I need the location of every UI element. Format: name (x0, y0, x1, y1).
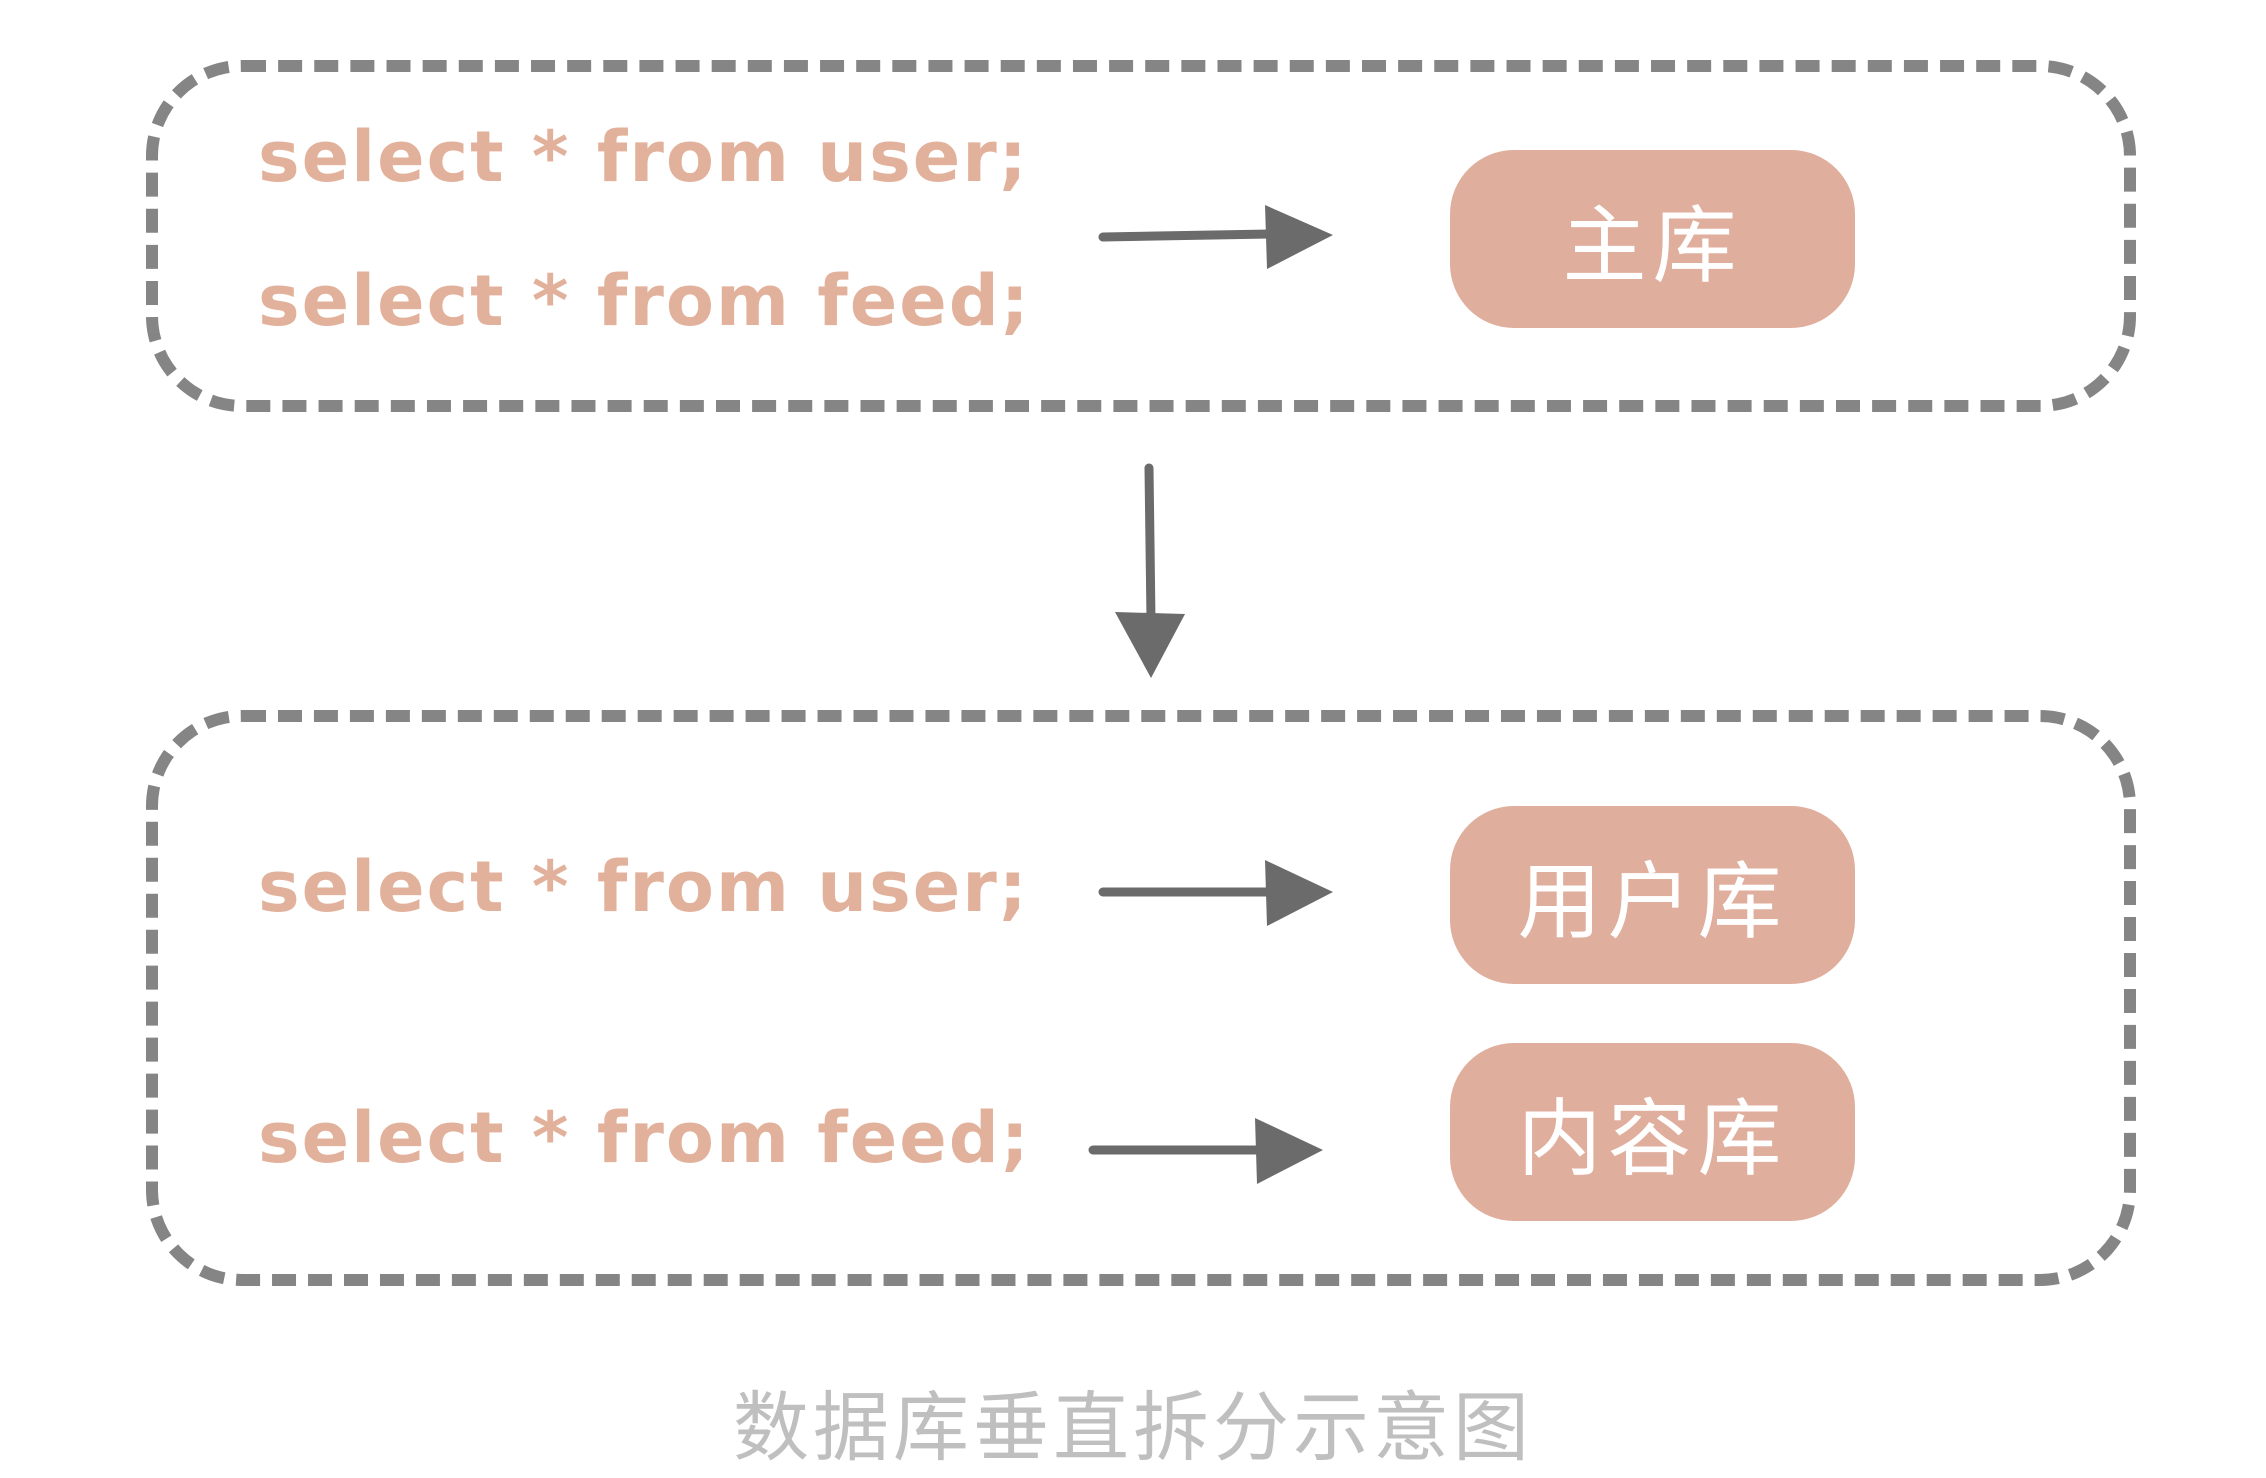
sql-query-user: select * from user; (258, 846, 1029, 928)
arrow-right-icon (1098, 205, 1333, 269)
after-split-group (146, 710, 2136, 1286)
content-db-box: 内容库 (1450, 1043, 1855, 1221)
sql-query-user: select * from user; (258, 116, 1029, 198)
sql-query-feed: select * from feed; (258, 1097, 1031, 1179)
diagram-caption: 数据库垂直拆分示意图 (733, 1383, 1533, 1472)
arrow-down-icon (1115, 463, 1185, 678)
arrow-right-icon (1088, 1118, 1323, 1184)
user-db-box: 用户库 (1450, 806, 1855, 984)
arrow-right-icon (1098, 860, 1333, 926)
sql-query-feed: select * from feed; (258, 260, 1031, 342)
before-split-group (146, 60, 2136, 412)
master-db-box: 主库 (1450, 150, 1855, 328)
